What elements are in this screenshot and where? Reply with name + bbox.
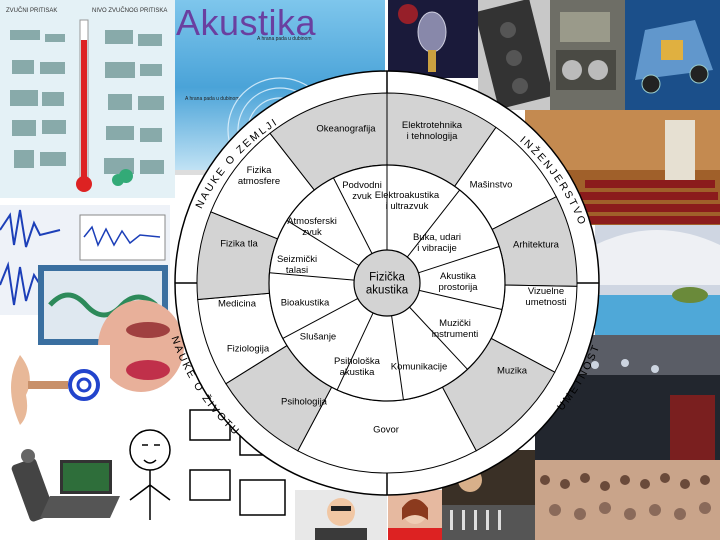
wheel-spokes (175, 71, 599, 495)
inner-spoke (406, 189, 461, 258)
woman-phone-graphic (388, 499, 442, 540)
man-phone-image (295, 490, 387, 540)
wheel-rings (174, 70, 600, 496)
mouth-closeup-image (98, 300, 184, 392)
loudspeaker-graphic (478, 0, 550, 110)
chart-heading-right: NIVO ZVUČNOG PRITISKA (92, 7, 167, 14)
inner-ring-label: Slušanje (300, 331, 336, 342)
microphone-image (388, 0, 478, 78)
woman-phone-image (388, 490, 442, 540)
outer-ring-label: Govor (373, 424, 399, 435)
outer-ring-label: Medicina (218, 298, 257, 309)
slide-title: Akustika (176, 2, 317, 43)
outer-ring-label: Okeanografija (316, 123, 376, 134)
outer-ring-label: Mašinstvo (470, 179, 513, 190)
car-cutaway-image (625, 0, 720, 110)
car-cutaway-graphic (635, 20, 713, 94)
banner-text-2: A hrana pada u dubinom (185, 96, 240, 102)
chart-heading-left: ZVUČNI PRITISAK (6, 7, 57, 14)
outer-ring-label: Arhitektura (513, 239, 560, 250)
engine-image (550, 0, 625, 110)
engine-graphic (556, 12, 616, 90)
man-phone-graphic (315, 498, 367, 540)
mouth-graphic (126, 322, 170, 380)
outer-ring-label: Fiziologija (227, 343, 270, 354)
inner-spoke (332, 177, 373, 254)
sound-meter-laptop-image (0, 440, 120, 540)
sound-pressure-chart-image: ZVUČNI PRITISAK NIVO ZVUČNOG PRITISKA (0, 0, 175, 198)
inner-spoke (269, 272, 355, 281)
inner-spoke (391, 315, 404, 400)
waveform-graphic (0, 209, 166, 306)
banner-text-1: A hrana pada u dubinom (257, 36, 312, 42)
inner-spoke (409, 306, 468, 370)
crowd-image (535, 460, 720, 540)
sound-pressure-chart-graphic: ZVUČNI PRITISAK NIVO ZVUČNOG PRITISKA (0, 0, 175, 198)
ear-anatomy-image (0, 345, 110, 435)
outer-ring-label: Psihologija (281, 396, 328, 407)
outer-ring-label: Fizika tla (220, 238, 258, 249)
architecture-image (595, 225, 720, 335)
inner-ring-label: Bioakustika (281, 297, 330, 308)
inner-spoke (419, 289, 503, 311)
inner-ring-label: Komunikacije (391, 361, 448, 372)
architecture-graphic (595, 230, 720, 335)
ear-anatomy-graphic (11, 355, 100, 425)
microphone-graphic (398, 4, 447, 72)
loudspeaker-image (478, 0, 550, 110)
sound-meter-graphic (11, 449, 120, 522)
inner-spoke (282, 298, 359, 339)
outer-ring-label: Muzika (497, 365, 528, 376)
inner-spoke (286, 220, 360, 266)
inner-spoke (418, 246, 500, 274)
crowd-graphic (540, 473, 711, 520)
inner-spoke (336, 312, 374, 391)
